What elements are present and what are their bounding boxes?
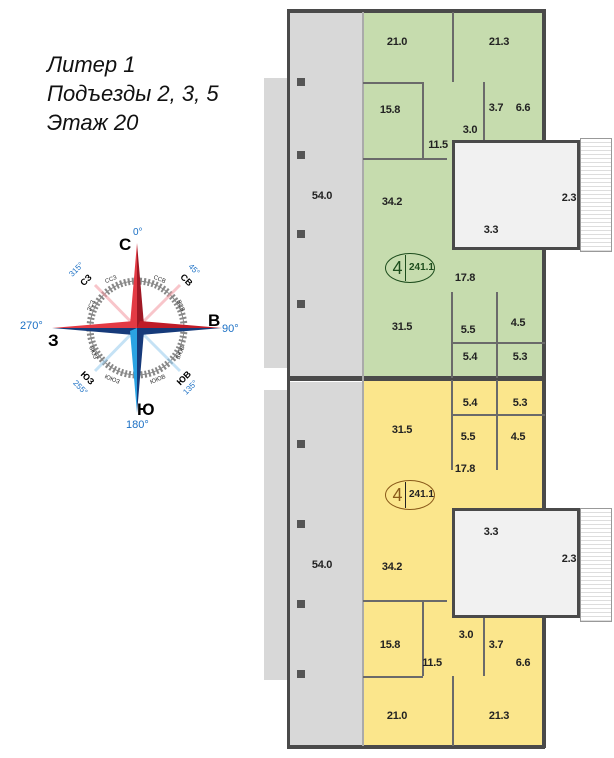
room-area: 3.0 [458,629,474,641]
compass-deg-east: 90° [222,323,239,335]
core-area: 3.3 [483,526,499,538]
room-area: 3.7 [488,102,504,114]
glazing [362,12,364,746]
wall [542,9,546,141]
wall [542,618,546,748]
column [297,520,305,528]
balcony-bottom [580,508,612,622]
wall [363,82,423,84]
wall [363,158,447,160]
terrace-area: 54.0 [311,559,333,571]
room-area: 15.8 [379,639,401,651]
core-area: 2.3 [561,192,577,204]
column [297,78,305,86]
wall [363,676,423,678]
room-area: 6.6 [515,102,531,114]
terrace-top[interactable] [290,12,363,376]
wall [287,9,545,13]
column [297,670,305,678]
room-area: 11.5 [428,139,448,151]
stair-core-bottom [452,508,580,618]
room-area: 3.7 [488,639,504,651]
room-area: 15.8 [379,104,401,116]
compass-south: Ю [137,400,155,419]
compass-graphic [52,243,222,413]
compass-east: В [208,311,221,330]
balcony-top [580,138,612,252]
wall [422,600,424,676]
terrace-area: 54.0 [311,190,333,202]
wall [452,12,454,82]
page-heading: Литер 1 Подъезды 2, 3, 5 Этаж 20 [47,50,219,137]
compass-west: З [48,331,59,350]
room-area: 31.5 [391,321,413,333]
room-count: 4 [392,257,403,278]
wall [287,745,545,749]
room-area: 34.2 [381,561,403,573]
wall [451,342,545,344]
wall [422,82,424,158]
wall [496,292,498,378]
wall [496,380,498,470]
wall [363,600,447,602]
room-area: 5.4 [462,351,478,363]
room-count: 4 [392,484,403,505]
wall [287,376,545,381]
column [297,151,305,159]
wall [451,292,453,378]
stair-core-top [452,140,580,250]
column [297,300,305,308]
room-area: 5.3 [512,397,528,409]
core-area: 2.3 [561,553,577,565]
room-area: 31.5 [391,424,413,436]
wall [483,82,485,140]
room-area: 21.0 [386,710,408,722]
compass-deg-north: 0° [133,227,143,238]
total-area: 241.1 [404,482,434,508]
entrances-label: Подъезды 2, 3, 5 [47,81,219,106]
room-area: 3.0 [462,124,478,136]
wall [452,676,454,746]
room-area: 21.0 [386,36,408,48]
room-area: 4.5 [510,317,526,329]
room-area: 5.5 [460,431,476,443]
core-area: 3.3 [483,224,499,236]
room-area: 34.2 [381,196,403,208]
compass-deg-west: 270° [20,320,43,332]
room-area: 5.3 [512,351,528,363]
column [297,440,305,448]
floor-label: Этаж 20 [47,110,139,135]
wall [451,414,545,416]
room-area: 11.5 [422,657,442,669]
apartment-bottom-badge[interactable]: 4 241.1 [385,480,435,510]
compass-deg-south: 180° [126,419,149,431]
room-area: 21.3 [488,710,510,722]
building-label: Литер 1 [47,52,136,77]
room-area: 5.4 [462,397,478,409]
room-area: 5.5 [460,324,476,336]
compass-rose: С 0° В 90° Ю 180° З 270° СЗ 315° СВ 45° … [0,225,250,435]
total-area: 241.1 [404,255,434,281]
column [297,600,305,608]
wall [451,380,453,470]
wall [483,618,485,676]
apartment-top-badge[interactable]: 4 241.1 [385,253,435,283]
room-area: 6.6 [515,657,531,669]
compass-north: С [119,235,132,254]
column [297,230,305,238]
room-area: 17.8 [454,272,476,284]
room-area: 21.3 [488,36,510,48]
room-area: 4.5 [510,431,526,443]
room-area: 17.8 [454,463,476,475]
